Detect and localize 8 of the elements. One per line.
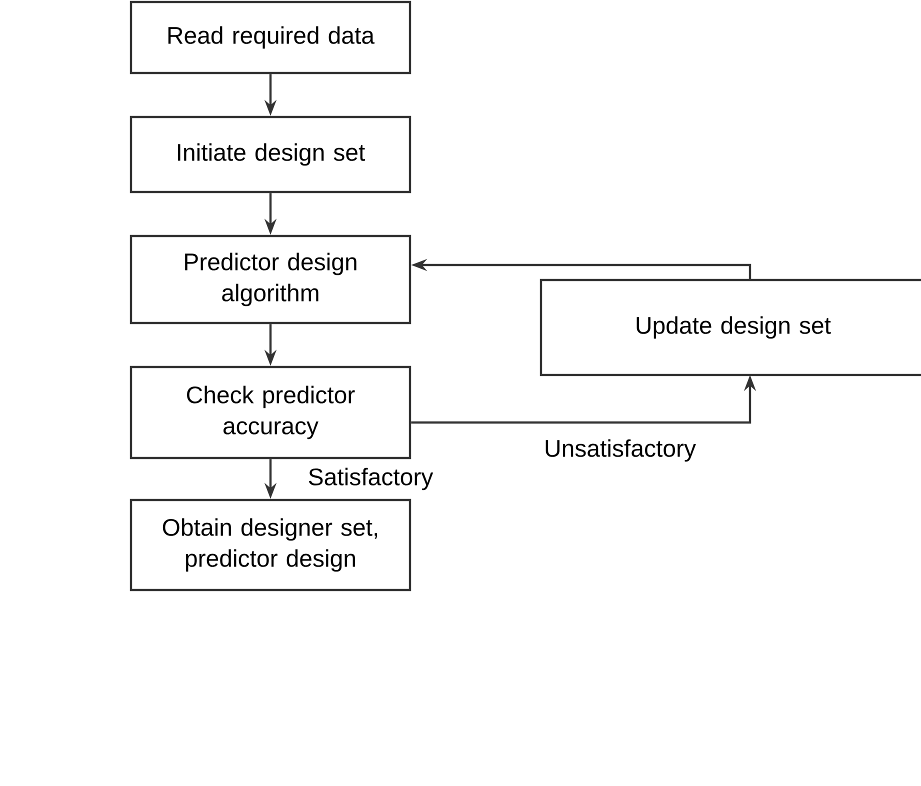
process-box: Read required data [130, 0, 412, 74]
process-box: Check predictor accuracy [130, 366, 412, 460]
process-box: Predictor design algorithm [130, 234, 412, 324]
process-box: Update design set [540, 278, 921, 376]
edge-label: Unsatisfactory [542, 438, 698, 463]
process-box: Initiate design set [130, 116, 412, 194]
edge-label: Satisfactory [306, 466, 434, 492]
process-box: Obtain designer set, predictor design [130, 498, 412, 592]
